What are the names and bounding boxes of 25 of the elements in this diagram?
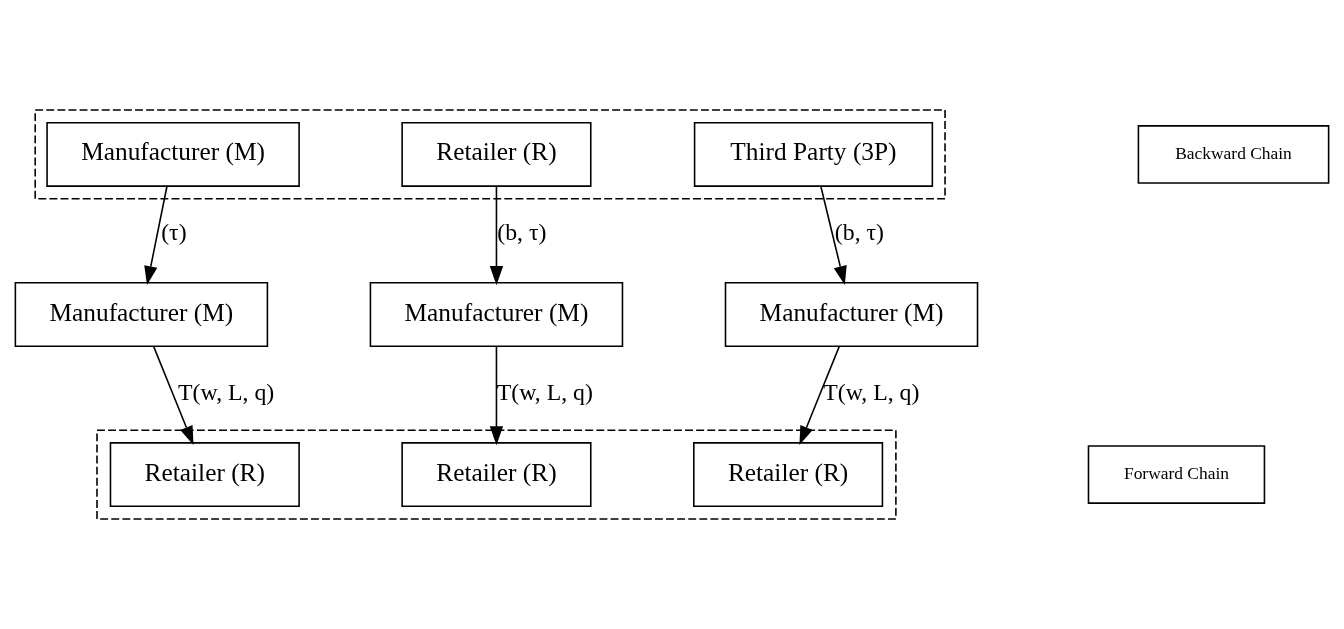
node-box: Retailer (R)	[401, 121, 592, 187]
edge-label: T(w, L, q)	[496, 379, 593, 406]
edge-label: T(w, L, q)	[823, 379, 920, 406]
arrow	[820, 185, 847, 286]
arrow	[144, 185, 168, 286]
edge-label: (b, τ)	[497, 219, 547, 245]
node-box: Manufacturer (M)	[14, 282, 269, 347]
edge-label: (τ)	[161, 219, 187, 245]
node-box: Forward Chain	[1087, 445, 1266, 504]
arrow	[489, 185, 504, 286]
node-box: Retailer (R)	[109, 442, 300, 508]
arrow	[799, 345, 841, 446]
node-box: Backward Chain	[1137, 125, 1330, 184]
arrow	[489, 345, 504, 446]
node-box: Retailer (R)	[693, 442, 884, 508]
node-box: Retailer (R)	[401, 442, 592, 508]
node-box: Manufacturer (M)	[369, 282, 624, 347]
cluster	[96, 429, 897, 520]
edge-label: (b, τ)	[834, 219, 885, 245]
arrow	[152, 345, 194, 446]
node-box: Manufacturer (M)	[724, 282, 979, 347]
node-box: Third Party (3P)	[693, 121, 934, 187]
node-box: Manufacturer (M)	[46, 121, 300, 187]
cluster	[34, 109, 946, 200]
edge-label: T(w, L, q)	[178, 379, 275, 406]
